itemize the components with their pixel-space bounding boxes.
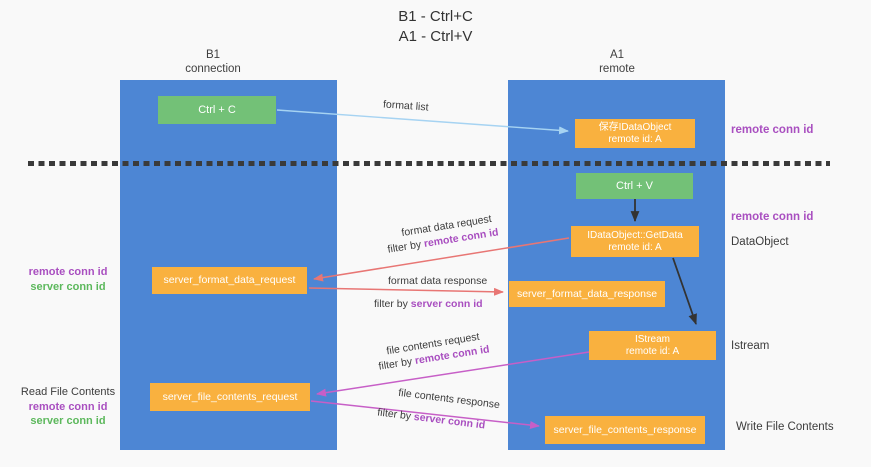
ctrl-v-node: Ctrl + V (576, 173, 693, 199)
server-format-data-request-node: server_format_data_request (152, 267, 307, 294)
server-format-data-response-node: server_format_data_response (509, 281, 665, 307)
format-conn-id-annotation: remote conn id server conn id (8, 265, 128, 294)
filter-by-text: filter by (386, 238, 425, 256)
lifeline-a1-name: A1 (609, 49, 625, 61)
getdata-line1: IDataObject::GetData (587, 229, 683, 241)
write-file-contents-label: Write File Contents (736, 421, 834, 433)
filter-by-text: filter by (374, 298, 411, 310)
filter-by-text: filter by (376, 406, 415, 423)
copy-paste-divider-line (28, 161, 830, 166)
save-idataobject-node: 保存IDataObject remote id: A (575, 119, 695, 148)
format-response-filter-value: server conn id (410, 298, 483, 310)
dataobject-label: DataObject (731, 236, 789, 248)
ctrl-v-label: Ctrl + V (616, 179, 653, 192)
lifeline-b1-role: connection (185, 63, 241, 75)
idataobject-getdata-node: IDataObject::GetData remote id: A (571, 226, 699, 257)
istream-line1: IStream (634, 333, 670, 345)
format-list-arrow-label: format list (382, 98, 429, 114)
istream-line2: remote id: A (625, 345, 680, 357)
file-response-filter-value: server conn id (413, 410, 486, 432)
remote-conn-id-label-top: remote conn id (731, 124, 814, 136)
istream-node: IStream remote id: A (589, 331, 716, 360)
read-file-contents-label: Read File Contents (20, 386, 116, 398)
diagram-title: B1 - Ctrl+C A1 - Ctrl+V (0, 7, 871, 47)
server-file-contents-request-node: server_file_contents_request (150, 383, 310, 411)
server-file-contents-request-label: server_file_contents_request (162, 390, 298, 403)
file-server-conn-id-label: server conn id (30, 415, 106, 427)
save-idataobject-line2: remote id: A (608, 133, 662, 145)
lifeline-a1-role: remote (599, 63, 635, 75)
file-conn-id-annotation: Read File Contents remote conn id server… (8, 385, 128, 429)
server-format-data-response-label: server_format_data_response (516, 287, 658, 300)
file-remote-conn-id-label: remote conn id (28, 400, 108, 413)
remote-conn-id-label-getdata: remote conn id (731, 211, 814, 223)
lifeline-header-b1: B1 connection (105, 48, 321, 76)
format-response-filter-label: filter by server conn id (374, 298, 483, 310)
ctrl-c-label: Ctrl + C (198, 103, 236, 116)
getdata-line2: remote id: A (608, 241, 662, 253)
filter-by-text: filter by (377, 355, 416, 373)
fmt-remote-conn-id-label: remote conn id (28, 266, 108, 278)
format-response-arrow (308, 287, 504, 296)
lifeline-header-a1: A1 remote (509, 48, 725, 76)
file-contents-response-label: file contents response (397, 386, 501, 412)
fmt-server-conn-id-label: server conn id (30, 280, 106, 293)
format-data-response-label: format data response (388, 275, 488, 287)
title-line-2: A1 - Ctrl+V (398, 28, 473, 45)
file-response-filter-label: filter by server conn id (377, 406, 486, 431)
server-file-contents-response-node: server_file_contents_response (545, 416, 705, 444)
ctrl-c-node: Ctrl + C (158, 96, 276, 124)
lifeline-b1-name: B1 (205, 49, 221, 61)
server-format-data-request-label: server_format_data_request (163, 274, 296, 286)
save-idataobject-line1: 保存IDataObject (598, 121, 672, 133)
title-line-1: B1 - Ctrl+C (398, 8, 473, 25)
istream-side-label: Istream (731, 340, 770, 352)
server-file-contents-response-label: server_file_contents_response (553, 423, 697, 436)
